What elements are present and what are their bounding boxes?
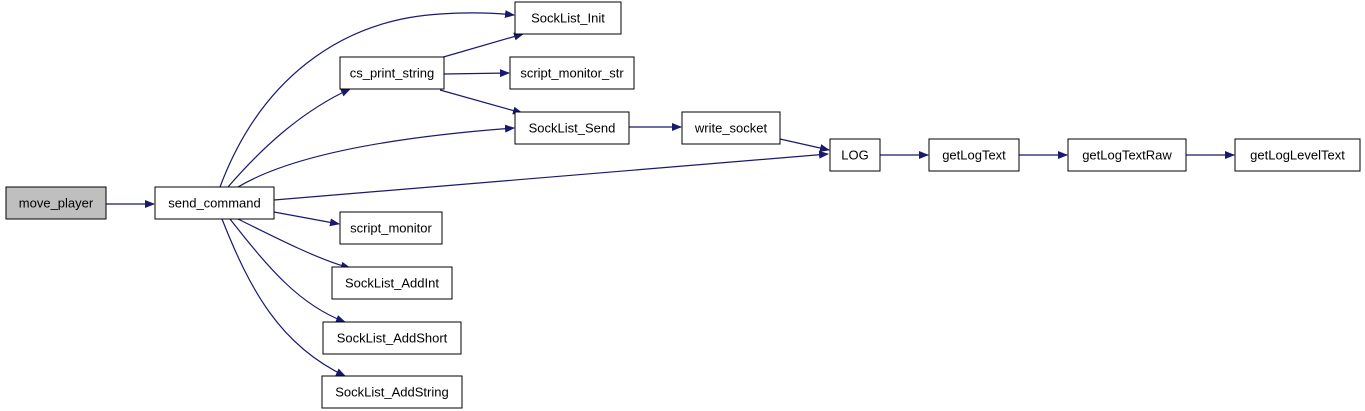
node-label: SockList_AddShort [337, 331, 448, 346]
edge-send_command-to-cs_print_string [227, 88, 351, 188]
node-script-monitor[interactable]: script_monitor [339, 211, 443, 245]
node-getlogtext[interactable]: getLogText [928, 138, 1020, 172]
edge-send_command-to-SockList_AddShort [229, 218, 346, 323]
edge-send_command-to-SockList_Init [219, 10, 515, 188]
edge-cs_print_string-to-SockList_Init [439, 32, 524, 59]
node-box[interactable] [154, 186, 275, 220]
node-box[interactable] [321, 375, 463, 409]
node-script-monitor-str[interactable]: script_monitor_str [509, 56, 635, 90]
node-box[interactable] [339, 56, 445, 90]
node-box[interactable] [322, 321, 462, 355]
node-box[interactable] [514, 1, 622, 35]
node-box[interactable] [339, 211, 443, 245]
edge-cs_print_string-to-SockList_Send [439, 89, 523, 115]
edge-send_command-to-SockList_Send [237, 124, 515, 188]
node-log[interactable]: LOG [829, 138, 881, 172]
edge-send_command-to-LOG [273, 150, 829, 201]
node-box[interactable] [5, 186, 107, 220]
node-label: LOG [841, 148, 868, 163]
node-box[interactable] [509, 56, 635, 90]
node-label: SockList_AddInt [345, 276, 439, 291]
edge-send_command-to-SockList_AddString [221, 218, 346, 377]
edges-layer [106, 10, 1235, 377]
node-box[interactable] [331, 266, 453, 300]
node-label: SockList_AddString [335, 385, 448, 400]
node-socklist-addshort[interactable]: SockList_AddShort [322, 321, 462, 355]
node-label: script_monitor_str [520, 66, 624, 81]
node-box[interactable] [1234, 138, 1361, 172]
edge-cs_print_string-to-script_monitor_str [443, 69, 510, 78]
edge-write_socket-to-LOG [779, 138, 830, 152]
node-socklist-addstring[interactable]: SockList_AddString [321, 375, 463, 409]
node-label: SockList_Send [529, 121, 616, 136]
node-label: cs_print_string [350, 66, 435, 81]
node-box[interactable] [829, 138, 881, 172]
node-label: getLogTextRaw [1082, 148, 1172, 163]
node-label: write_socket [694, 121, 768, 136]
node-box[interactable] [514, 111, 630, 145]
node-write-socket[interactable]: write_socket [681, 111, 781, 145]
node-cs-print-string[interactable]: cs_print_string [339, 56, 445, 90]
node-label: script_monitor [350, 221, 432, 236]
node-getlogleveltext[interactable]: getLogLevelText [1234, 138, 1361, 172]
node-move-player[interactable]: move_player [5, 186, 107, 220]
node-socklist-send[interactable]: SockList_Send [514, 111, 630, 145]
edge-send_command-to-script_monitor [273, 211, 340, 227]
node-label: move_player [19, 196, 94, 211]
node-label: getLogText [942, 148, 1006, 163]
node-send-command[interactable]: send_command [154, 186, 275, 220]
node-box[interactable] [1067, 138, 1187, 172]
node-label: send_command [168, 196, 261, 211]
node-label: getLogLevelText [1250, 148, 1345, 163]
node-label: SockList_Init [531, 11, 605, 26]
edge-send_command-to-SockList_AddInt [237, 218, 351, 270]
node-socklist-init[interactable]: SockList_Init [514, 1, 622, 35]
node-getlogtextraw[interactable]: getLogTextRaw [1067, 138, 1187, 172]
node-socklist-addint[interactable]: SockList_AddInt [331, 266, 453, 300]
node-box[interactable] [928, 138, 1020, 172]
node-box[interactable] [681, 111, 781, 145]
